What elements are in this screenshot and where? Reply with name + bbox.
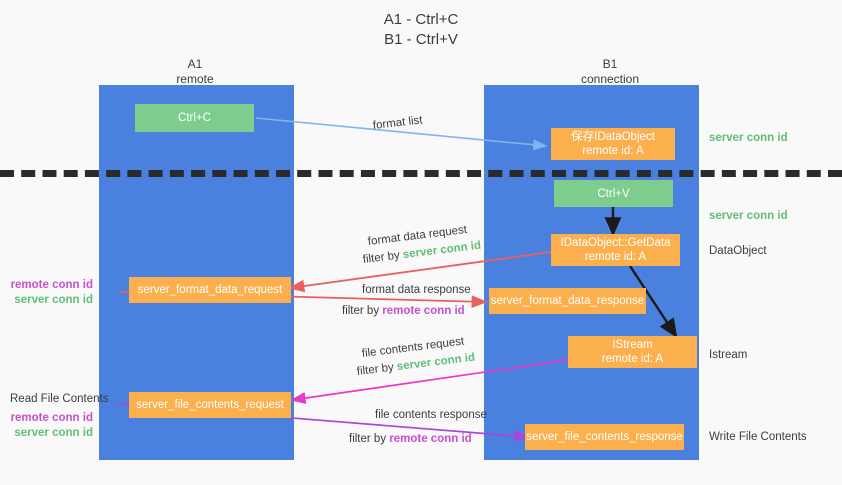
right-label-server-conn-id-top: server conn id (709, 131, 788, 146)
wire-format-data-request (288, 251, 552, 293)
node-server-file-contents-request-label: server_file_contents_request (136, 399, 284, 411)
divider-dashed (0, 170, 842, 177)
edge-label-format-data-response-filter: filter by remote conn id (342, 304, 465, 319)
edge-label-file-contents-response: file contents response (375, 408, 487, 423)
right-label-server-conn-id-mid: server conn id (709, 209, 788, 224)
wire-getdata-istream (628, 265, 678, 339)
node-idataobject-getdata[interactable]: IDataObject::GetData remote id: A (551, 234, 680, 266)
right-label-data-object: DataObject (709, 244, 767, 259)
right-label-write-file-contents: Write File Contents (709, 430, 807, 445)
node-istream[interactable]: IStream remote id: A (568, 336, 697, 368)
node-istream-line1: IStream (612, 339, 653, 351)
left-label-server-conn-id-1: server conn id (0, 293, 93, 308)
column-header-a1: A1 remote (130, 57, 260, 87)
filter-by-text-1: filter by (362, 249, 404, 266)
node-server-format-data-response-label: server_format_data_response (490, 295, 645, 307)
right-istream-text: Istream (709, 349, 748, 361)
node-server-format-data-request[interactable]: server_format_data_request (129, 277, 291, 303)
node-istream-line2: remote id: A (601, 353, 664, 365)
right-server-conn-id-mid-text: server conn id (709, 210, 788, 222)
node-server-file-contents-response-label: server_file_contents_response (526, 431, 683, 443)
title-line-2: B1 - Ctrl+V (384, 31, 458, 48)
node-server-file-contents-request[interactable]: server_file_contents_request (129, 392, 291, 418)
node-server-format-data-request-label: server_format_data_request (137, 284, 283, 296)
column-b1-role: connection (580, 72, 640, 86)
node-server-format-data-response[interactable]: server_format_data_response (489, 288, 646, 314)
remote-conn-id-inline-1: remote conn id (382, 305, 465, 317)
left-label-read-file-contents: Read File Contents (10, 392, 108, 407)
left-label-remote-conn-id-1: remote conn id (0, 278, 93, 293)
edge-label-file-contents-response-filter: filter by remote conn id (349, 432, 472, 447)
filter-by-text-3: filter by (356, 361, 398, 378)
left-server-conn-id-1-text: server conn id (14, 294, 93, 306)
node-server-file-contents-response[interactable]: server_file_contents_response (525, 424, 684, 450)
left-server-conn-id-2-text: server conn id (14, 427, 93, 439)
wire-format-list (255, 117, 548, 151)
column-a1-name: A1 (187, 57, 203, 71)
column-b1-name: B1 (602, 57, 618, 71)
node-ctrl-c-label: Ctrl+C (178, 112, 211, 124)
node-save-idataobject-line1: 保存IDataObject (571, 131, 655, 143)
left-label-remote-conn-id-2: remote conn id (0, 411, 93, 426)
right-server-conn-id-top-text: server conn id (709, 132, 788, 144)
filter-by-text-4: filter by (349, 433, 390, 445)
filter-by-text-2: filter by (342, 305, 383, 317)
left-remote-conn-id-1-text: remote conn id (10, 279, 93, 291)
column-header-b1: B1 connection (545, 57, 675, 87)
node-ctrl-v[interactable]: Ctrl+V (554, 180, 673, 207)
edge-format-data-response-text: format data response (362, 284, 471, 296)
right-data-object-text: DataObject (709, 245, 767, 257)
node-ctrl-v-label: Ctrl+V (597, 187, 630, 200)
left-read-file-contents-text: Read File Contents (10, 393, 109, 405)
right-label-istream: Istream (709, 348, 747, 363)
edge-label-format-data-response: format data response (362, 283, 471, 298)
node-getdata-line2: remote id: A (584, 251, 647, 263)
title-line-1: A1 - Ctrl+C (383, 11, 459, 28)
wire-file-contents-request (290, 359, 569, 404)
node-ctrl-c[interactable]: Ctrl+C (135, 104, 254, 132)
diagram-title: A1 - Ctrl+C B1 - Ctrl+V (0, 10, 842, 50)
node-save-idataobject-line2: remote id: A (582, 145, 644, 157)
column-a1-role: remote (176, 72, 214, 86)
remote-conn-id-inline-2: remote conn id (389, 433, 472, 445)
left-label-server-conn-id-2: server conn id (0, 426, 93, 441)
node-save-idataobject[interactable]: 保存IDataObject remote id: A (551, 128, 675, 160)
left-remote-conn-id-2-text: remote conn id (10, 412, 93, 424)
node-getdata-line1: IDataObject::GetData (560, 237, 671, 249)
edge-file-contents-response-text: file contents response (375, 409, 487, 421)
right-write-file-contents-text: Write File Contents (709, 431, 807, 443)
